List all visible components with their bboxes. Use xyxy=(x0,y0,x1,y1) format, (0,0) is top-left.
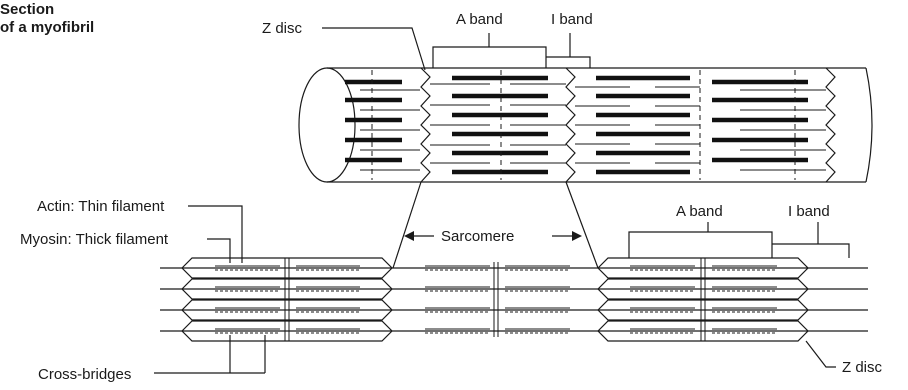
cylinder-thick-filaments xyxy=(345,75,808,175)
sarcomere-strip xyxy=(160,257,868,342)
bottom-i-band-bracket xyxy=(772,243,850,258)
top-i-band-bracket xyxy=(546,56,591,68)
sarcomere-label: Sarcomere xyxy=(441,228,514,245)
myofibril-cylinder xyxy=(298,67,873,183)
cylinder-m-lines xyxy=(371,70,796,180)
bottom-a-band-label: A band xyxy=(676,203,723,220)
title-line-2: of a myofibril xyxy=(0,19,94,36)
cylinder-end-face xyxy=(298,67,356,183)
strip-m-lines xyxy=(284,258,706,341)
title-line-1: Section xyxy=(0,1,54,18)
cylinder-z-disc-1 xyxy=(420,67,431,183)
strip-filaments xyxy=(215,265,777,334)
top-a-band-bracket xyxy=(432,46,547,68)
top-i-band-label: I band xyxy=(551,11,593,28)
actin-label: Actin: Thin filament xyxy=(37,198,165,215)
bottom-z-disc-label: Z disc xyxy=(842,359,883,376)
cylinder-thin-filaments xyxy=(360,83,826,171)
zoom-line-left xyxy=(392,181,422,269)
sarcomere-arrow xyxy=(404,231,582,241)
cylinder-right-end xyxy=(865,67,873,183)
bottom-i-band-label: I band xyxy=(788,203,830,220)
zoom-line-right xyxy=(565,181,599,269)
top-a-band-label: A band xyxy=(456,11,503,28)
bottom-z-disc-leader xyxy=(805,340,836,368)
cylinder-z-disc-3 xyxy=(825,67,836,183)
top-z-disc-leader xyxy=(322,27,426,71)
actin-leader xyxy=(188,205,243,263)
bottom-a-band-bracket xyxy=(628,231,773,258)
cross-bridges-label: Cross-bridges xyxy=(38,366,131,383)
top-z-disc-label: Z disc xyxy=(262,20,303,37)
myosin-label: Myosin: Thick filament xyxy=(20,231,169,248)
myosin-leader xyxy=(207,238,231,263)
cylinder-z-disc-2 xyxy=(565,67,576,183)
